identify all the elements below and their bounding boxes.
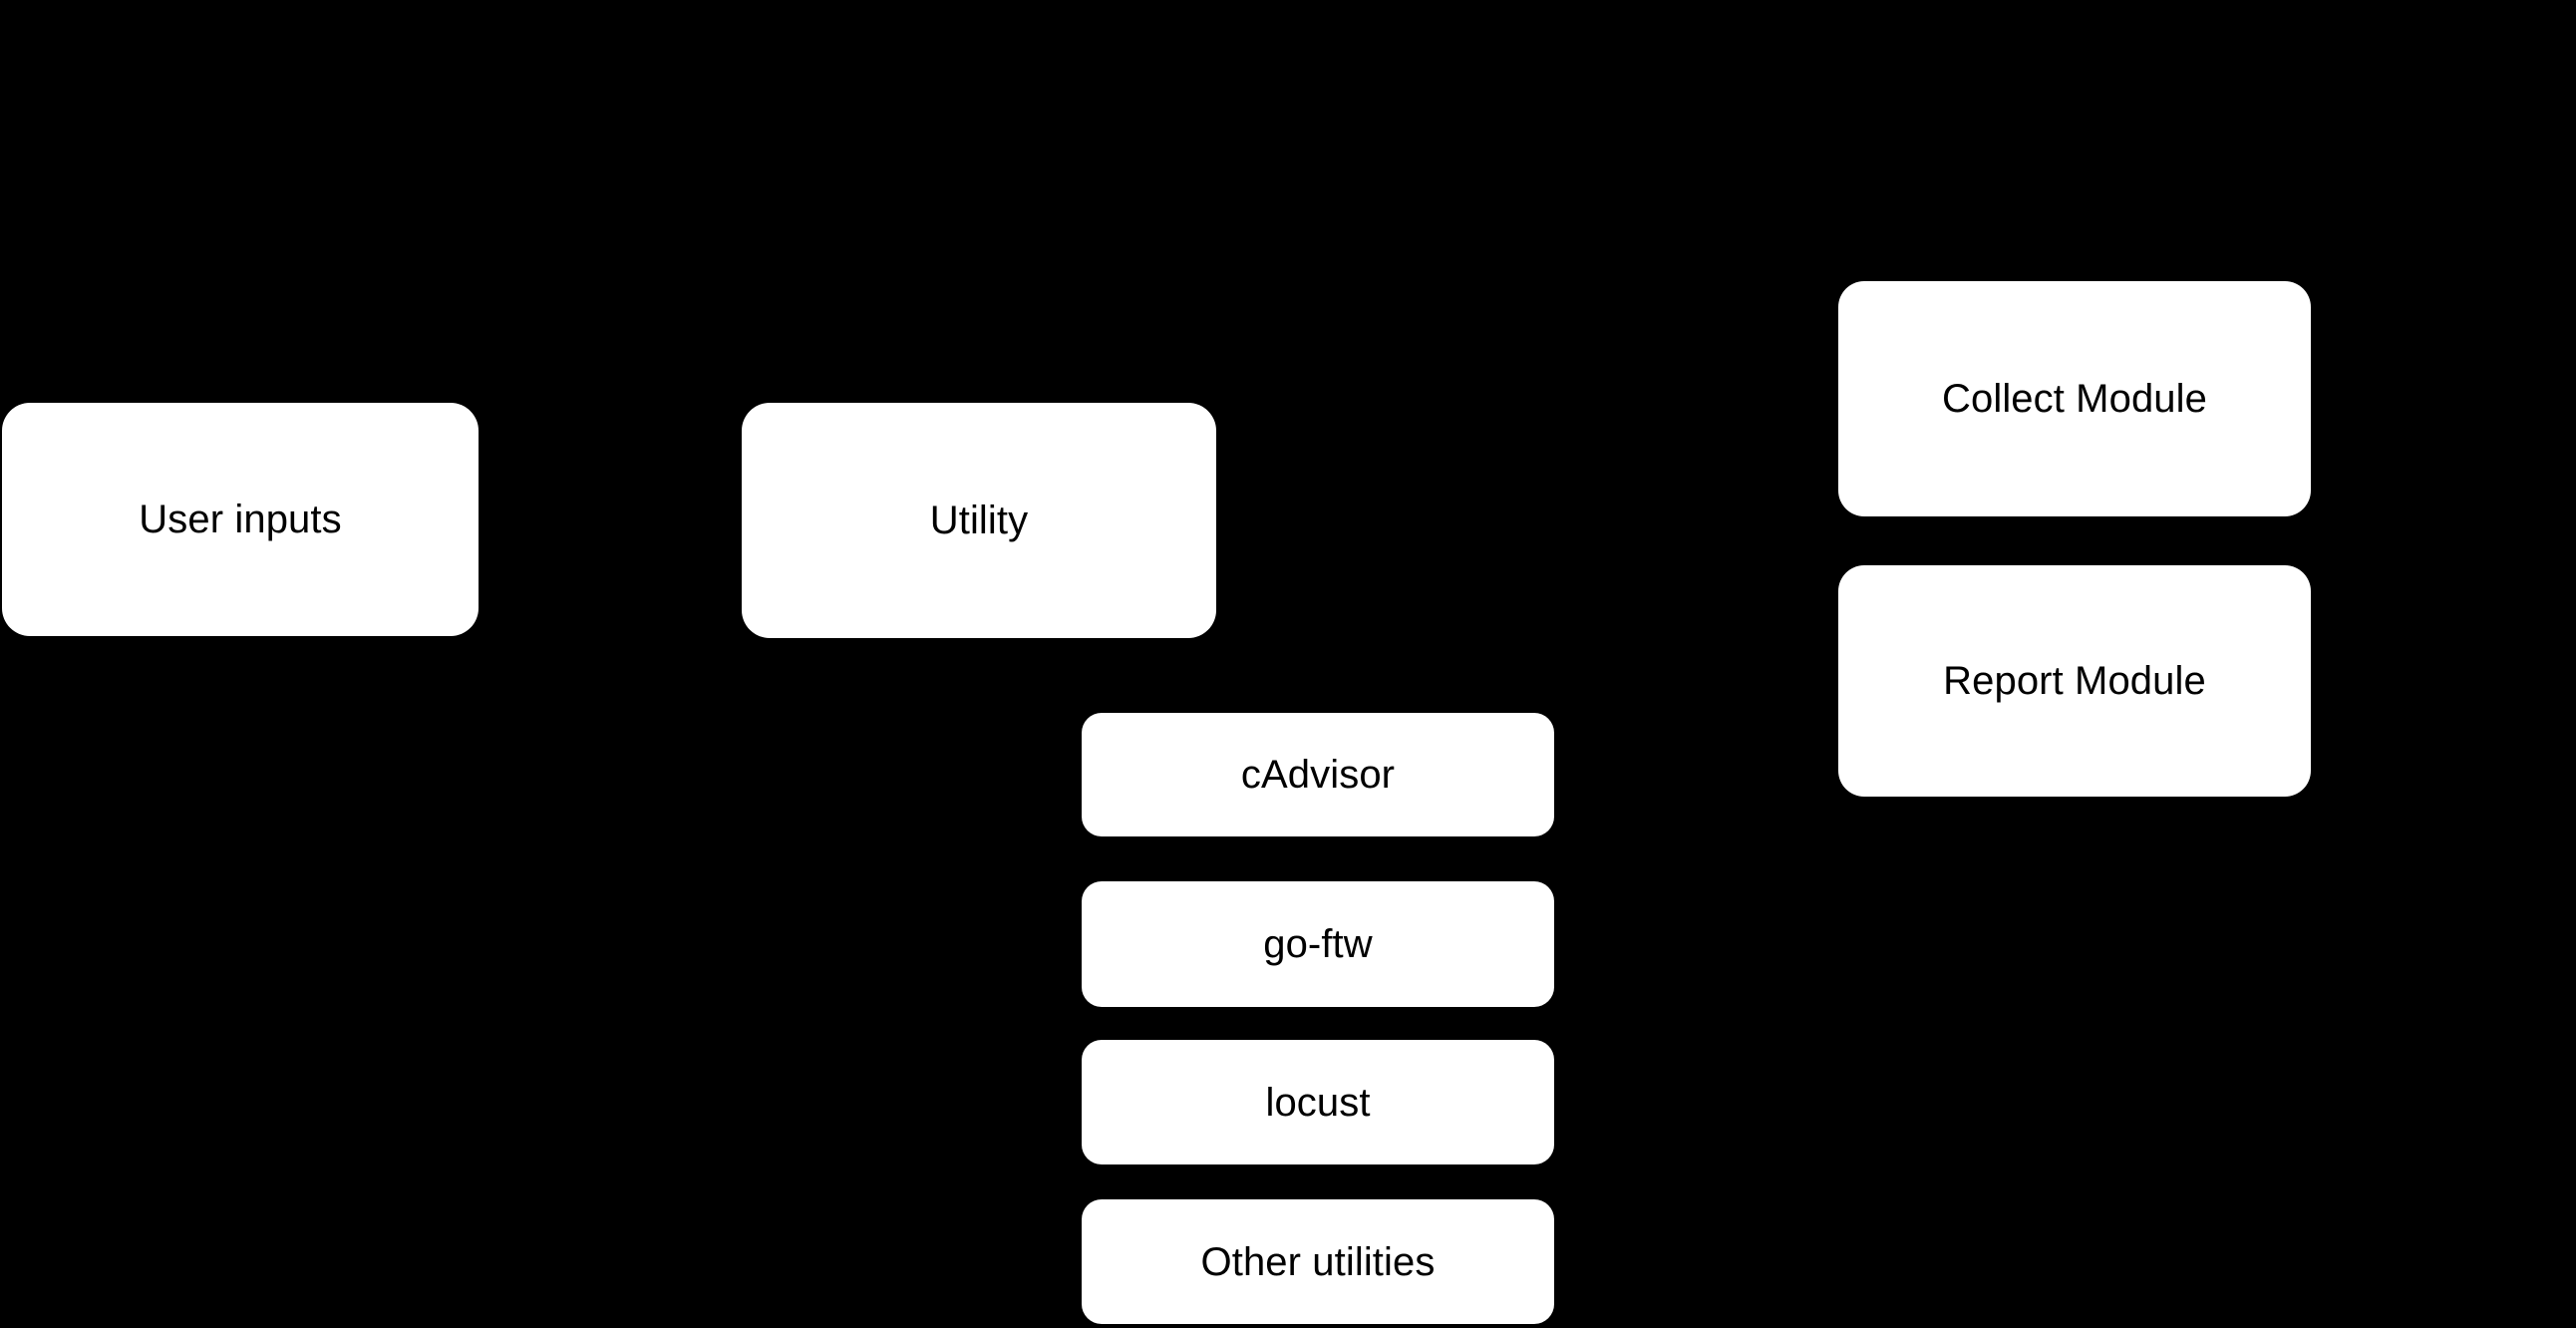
- node-go-ftw-label: go-ftw: [1263, 922, 1373, 966]
- node-user-inputs[interactable]: User inputs: [2, 403, 479, 636]
- node-utility-label: Utility: [929, 498, 1029, 542]
- node-other-utilities[interactable]: Other utilities: [1082, 1199, 1554, 1324]
- node-collect-module[interactable]: Collect Module: [1838, 281, 2311, 516]
- node-report-module-label: Report Module: [1943, 659, 2206, 703]
- node-utility[interactable]: Utility: [742, 403, 1216, 638]
- node-cadvisor[interactable]: cAdvisor: [1082, 713, 1554, 836]
- node-collect-module-label: Collect Module: [1942, 377, 2207, 421]
- node-locust-label: locust: [1265, 1080, 1371, 1125]
- node-user-inputs-label: User inputs: [139, 498, 342, 541]
- node-go-ftw[interactable]: go-ftw: [1082, 881, 1554, 1007]
- node-other-utilities-label: Other utilities: [1200, 1239, 1436, 1284]
- node-report-module[interactable]: Report Module: [1838, 565, 2311, 797]
- node-cadvisor-label: cAdvisor: [1240, 753, 1396, 797]
- node-locust[interactable]: locust: [1082, 1040, 1554, 1164]
